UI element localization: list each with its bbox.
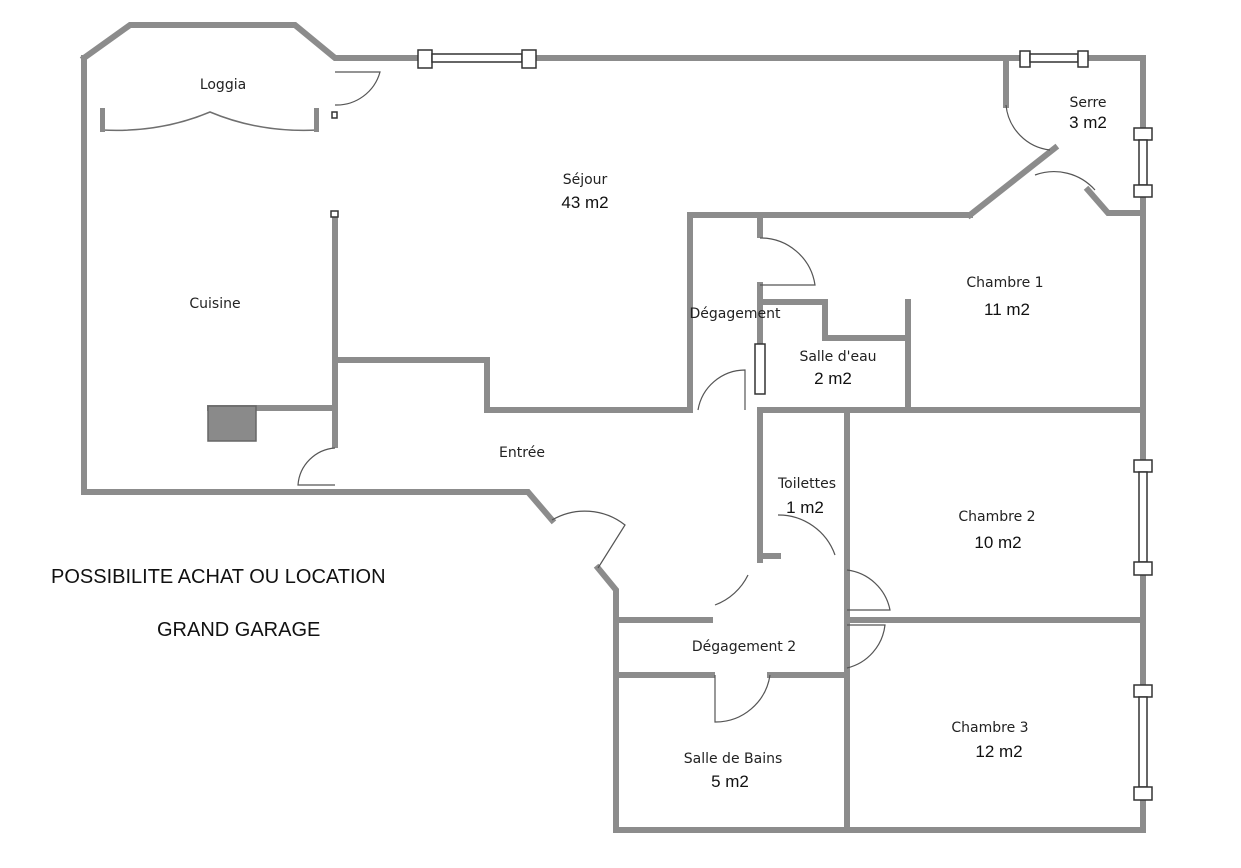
room-toilettes-area: 1 m2 <box>786 498 824 517</box>
room-sejour-area: 43 m2 <box>561 193 608 212</box>
room-chambre3-area: 12 m2 <box>975 742 1022 761</box>
walls <box>79 22 1146 833</box>
room-loggia-name: Loggia <box>200 77 246 93</box>
room-salle-eau-name: Salle d'eau <box>799 349 876 365</box>
room-degagement2-name: Dégagement 2 <box>692 639 796 655</box>
garage-note: GRAND GARAGE <box>157 619 321 641</box>
doors <box>297 71 1096 723</box>
loggia-curtain <box>100 108 338 132</box>
room-salle-bains-name: Salle de Bains <box>684 751 783 767</box>
fixtures <box>207 210 339 442</box>
wall-marker <box>330 210 339 218</box>
windows <box>417 49 1153 801</box>
room-chambre1-name: Chambre 1 <box>966 275 1043 291</box>
room-entree-name: Entrée <box>499 445 545 461</box>
kitchen-fixture <box>207 405 257 442</box>
room-chambre2-area: 10 m2 <box>974 533 1021 552</box>
room-serre-area: 3 m2 <box>1069 113 1107 132</box>
room-chambre2-name: Chambre 2 <box>958 509 1035 525</box>
room-sejour-name: Séjour <box>563 172 608 188</box>
room-chambre1-area: 11 m2 <box>984 300 1030 319</box>
room-chambre3-name: Chambre 3 <box>951 720 1028 736</box>
room-labels: Loggia Séjour 43 m2 Serre 3 m2 Cuisine D… <box>189 77 1107 791</box>
room-salle-eau-area: 2 m2 <box>814 369 852 388</box>
room-cuisine-name: Cuisine <box>189 296 240 312</box>
room-serre-name: Serre <box>1069 95 1106 111</box>
room-degagement-name: Dégagement <box>690 306 781 322</box>
purchase-rental-note: POSSIBILITE ACHAT OU LOCATION <box>51 566 386 588</box>
room-salle-bains-area: 5 m2 <box>711 772 749 791</box>
room-toilettes-name: Toilettes <box>777 476 836 492</box>
